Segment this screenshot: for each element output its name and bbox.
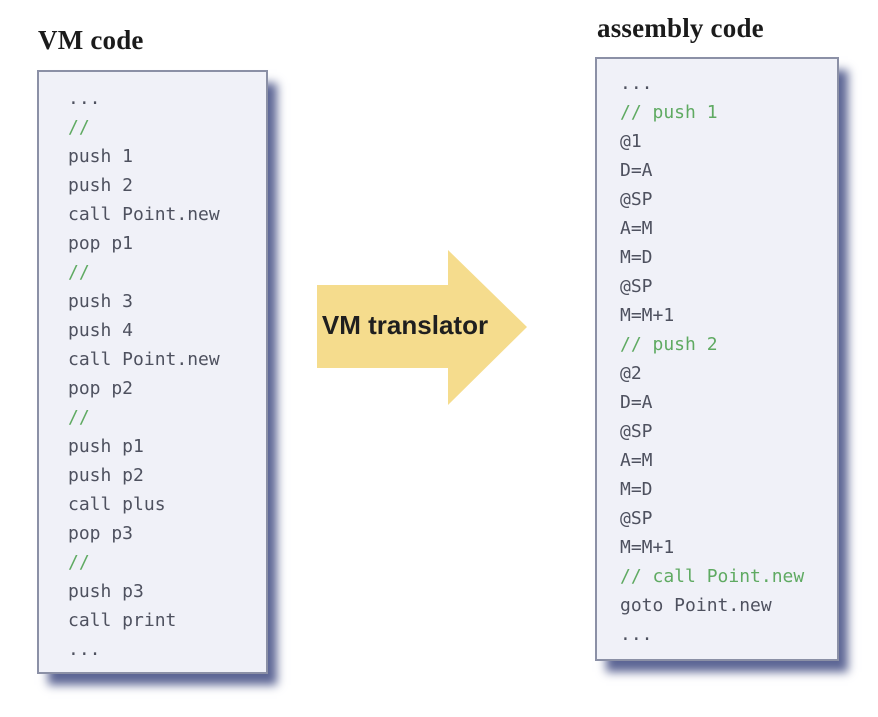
- code-line: @1: [620, 131, 642, 152]
- code-comment-line: // call Point.new: [620, 566, 805, 587]
- code-line: M=D: [620, 247, 653, 268]
- code-line: ...: [68, 639, 101, 660]
- code-line: pop p1: [68, 233, 134, 254]
- vm-translator-label: VM translator: [321, 310, 489, 340]
- code-line: ...: [620, 624, 653, 645]
- code-line: D=A: [620, 392, 653, 413]
- code-line: goto Point.new: [620, 595, 772, 616]
- code-line: pop p2: [68, 378, 134, 399]
- code-line: push p2: [68, 465, 144, 486]
- code-line: D=A: [620, 160, 653, 181]
- code-line: call print: [68, 610, 177, 631]
- assembly-code-title: assembly code: [597, 13, 764, 43]
- code-line: @SP: [620, 189, 653, 210]
- vm-code-panel: ... // push 1 push 2 call Point.new pop p1 // p…: [37, 70, 268, 674]
- code-comment-line: // push 2: [620, 334, 718, 355]
- vm-code-title: VM code: [38, 25, 144, 55]
- code-line: ...: [68, 88, 101, 109]
- right-arrow-icon: [317, 250, 527, 405]
- code-line: M=D: [620, 479, 653, 500]
- code-line: A=M: [620, 218, 653, 239]
- code-line: pop p3: [68, 523, 134, 544]
- code-comment-line: // push 1: [620, 102, 718, 123]
- code-comment-line: //: [68, 117, 90, 138]
- code-line: call Point.new: [68, 349, 220, 370]
- code-comment-line: //: [68, 407, 90, 428]
- code-line: @2: [620, 363, 642, 384]
- code-line: @SP: [620, 508, 653, 529]
- code-line: call plus: [68, 494, 166, 515]
- code-line: push p3: [68, 581, 144, 602]
- code-line: M=M+1: [620, 537, 675, 558]
- code-comment-line: //: [68, 262, 90, 283]
- code-line: push 3: [68, 291, 134, 312]
- code-line: @SP: [620, 276, 653, 297]
- code-line: push 4: [68, 320, 134, 341]
- code-comment-line: //: [68, 552, 90, 573]
- code-line: M=M+1: [620, 305, 675, 326]
- code-line: ...: [620, 73, 653, 94]
- code-line: call Point.new: [68, 204, 220, 225]
- code-line: @SP: [620, 421, 653, 442]
- code-line: push p1: [68, 436, 144, 457]
- code-line: push 2: [68, 175, 134, 196]
- code-line: push 1: [68, 146, 134, 167]
- code-line: A=M: [620, 450, 653, 471]
